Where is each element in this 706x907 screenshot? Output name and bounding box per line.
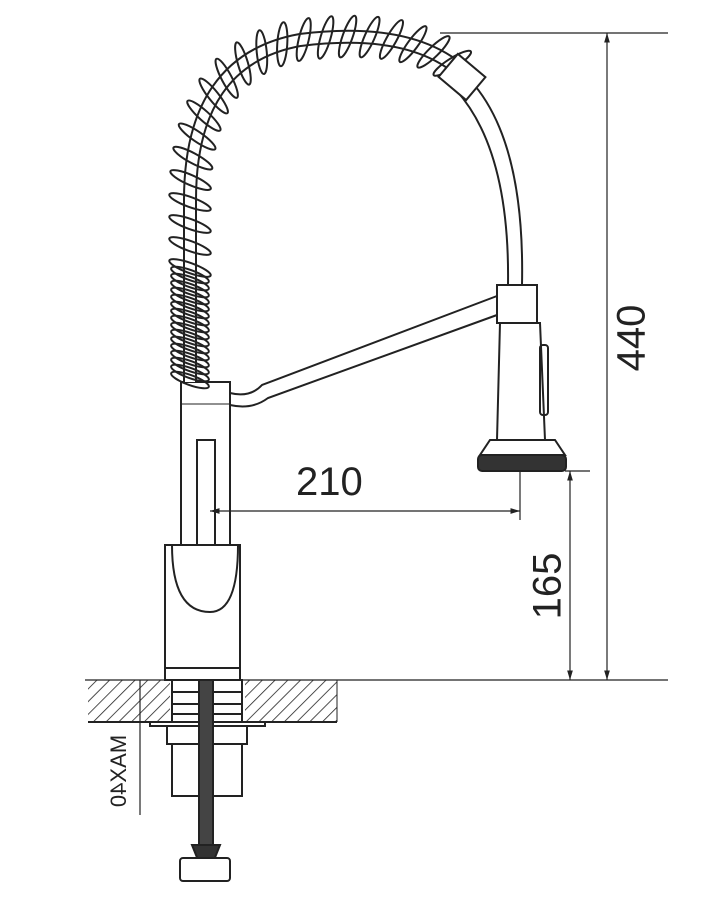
- spring-coil: [170, 342, 210, 362]
- spring-coil: [398, 25, 428, 64]
- spring-coil: [170, 314, 210, 334]
- spring-coil: [198, 77, 229, 115]
- spring-coil: [170, 349, 210, 369]
- spring-coils: [168, 14, 473, 390]
- spring-coil: [170, 272, 210, 292]
- spring-coil: [234, 41, 252, 86]
- deck-thickness-label: MAX40: [106, 734, 132, 808]
- spring-hose: [183, 29, 476, 382]
- spring-coil: [170, 286, 210, 306]
- spring-coil: [170, 300, 210, 320]
- spring-coil: [170, 356, 210, 376]
- spring-coil: [378, 19, 405, 60]
- spout-arm: [229, 295, 498, 408]
- reach-dimension-label: 210: [296, 460, 363, 504]
- spring-coil: [170, 335, 210, 355]
- spring-coil: [416, 35, 451, 69]
- spring-coil: [316, 15, 335, 60]
- spring-coil: [276, 21, 289, 68]
- spring-coil: [170, 321, 210, 341]
- faucet-body: [164, 381, 241, 681]
- spring-coil: [177, 122, 217, 151]
- countertop-section: [85, 679, 668, 723]
- spring-coil: [168, 236, 212, 256]
- spray-head: [477, 284, 567, 472]
- spring-coil: [214, 57, 239, 99]
- spring-coil: [170, 265, 210, 285]
- spring-coil: [172, 145, 214, 171]
- height-dimension-label: 440: [609, 304, 654, 372]
- pull-out-hose: [455, 79, 524, 286]
- dimension-lines: [133, 32, 668, 815]
- spout-height-dimension-label: 165: [525, 552, 570, 620]
- spring-coil: [170, 363, 210, 383]
- spring-coil: [170, 307, 210, 327]
- spring-coil: [255, 29, 269, 76]
- spring-coil: [168, 214, 212, 234]
- spring-coil: [186, 99, 222, 132]
- spring-coil: [337, 14, 358, 59]
- spring-coil: [170, 293, 210, 313]
- spring-coil: [169, 169, 212, 191]
- spring-coil: [170, 328, 210, 348]
- spring-coil: [168, 258, 212, 278]
- spring-coil: [358, 15, 381, 59]
- spring-coil: [168, 192, 212, 212]
- spring-coil: [170, 279, 210, 299]
- spring-coil: [170, 370, 210, 390]
- spring-coil: [295, 17, 312, 62]
